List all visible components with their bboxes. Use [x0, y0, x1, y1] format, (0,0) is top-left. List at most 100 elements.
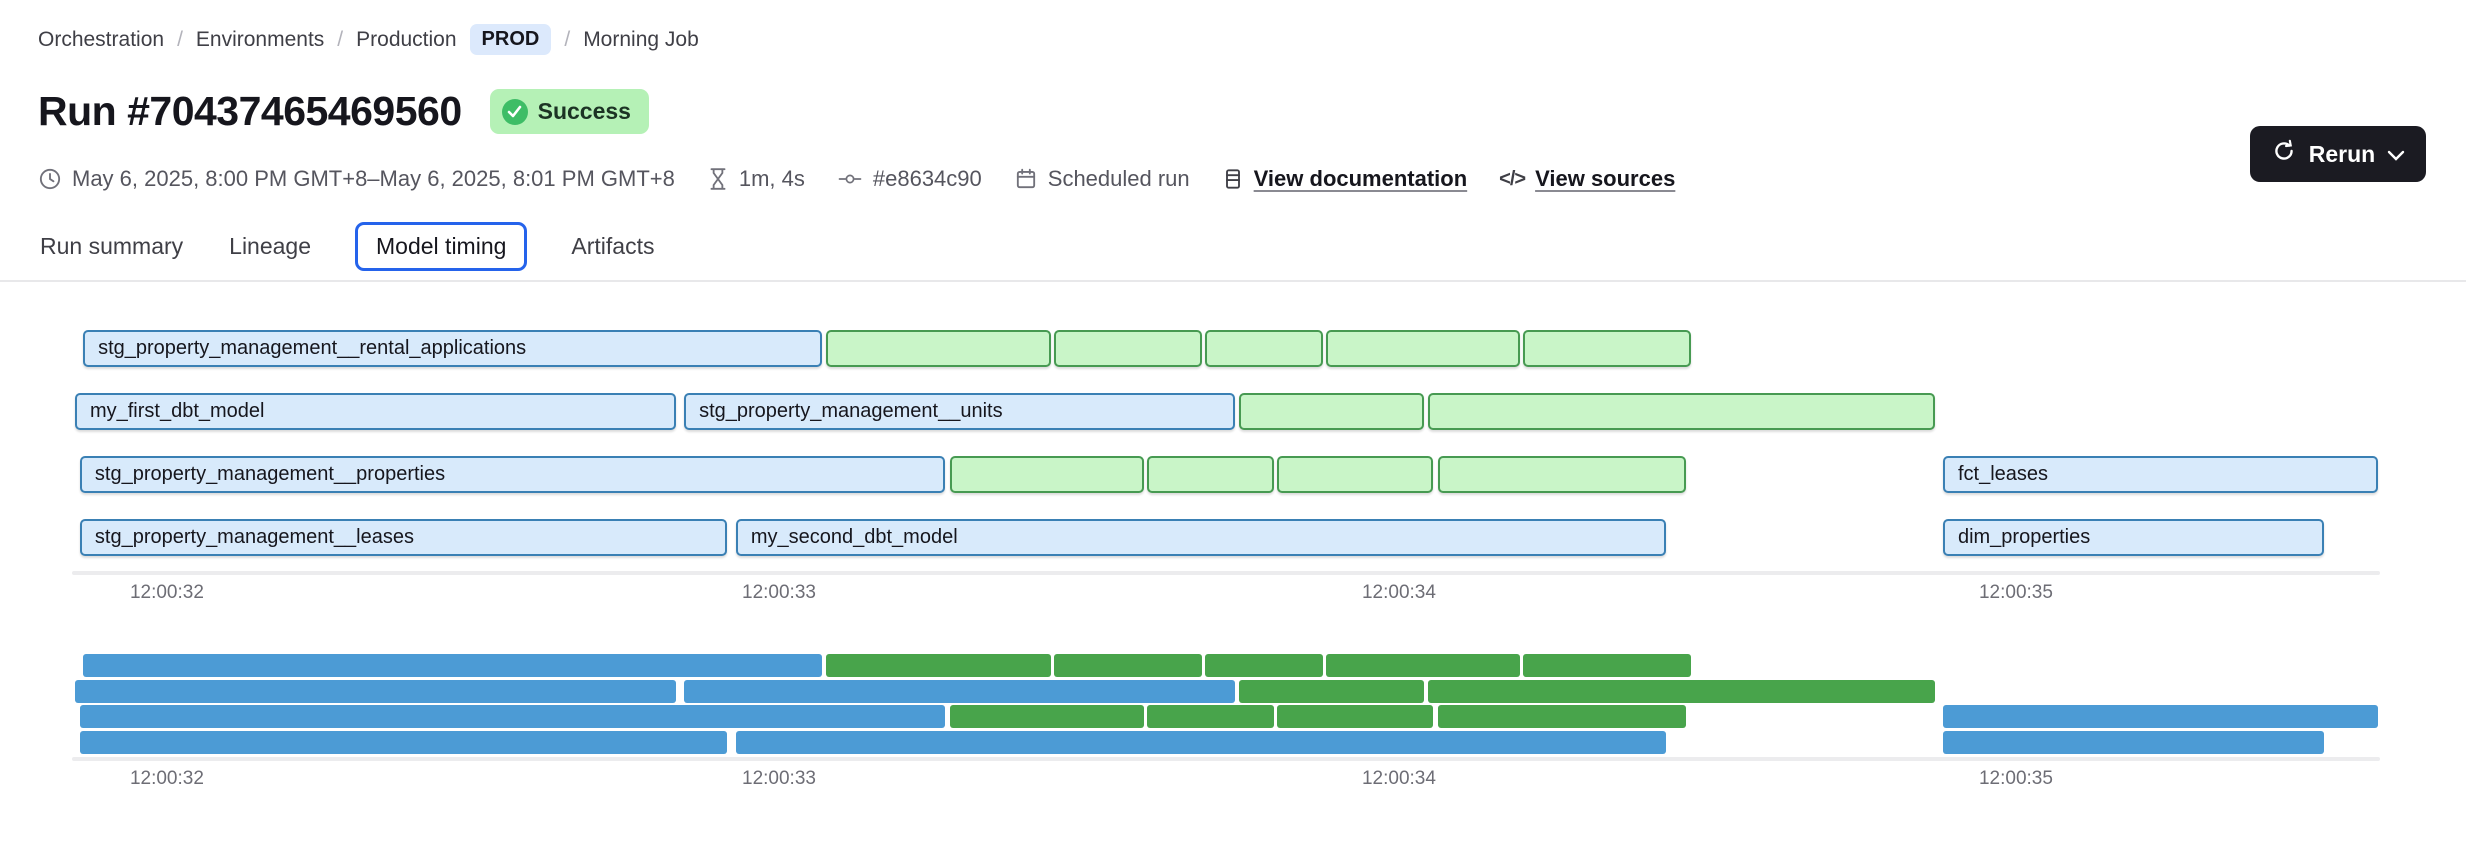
view-documentation-link[interactable]: View documentation — [1253, 166, 1468, 191]
breadcrumb-item-environments[interactable]: Environments — [195, 27, 325, 51]
run-time-range: May 6, 2025, 8:00 PM GMT+8–May 6, 2025, … — [38, 166, 675, 192]
rerun-button-label: Rerun — [2308, 140, 2376, 167]
calendar-icon — [1014, 167, 1038, 191]
minimap-bar[interactable] — [1942, 730, 2324, 754]
gantt-bar-unlabeled[interactable] — [1428, 393, 1936, 430]
axis-tick-label: 12:00:35 — [1978, 768, 2053, 789]
commit-hash: #e8634c90 — [837, 166, 982, 192]
title-row: Run #70437465469560 Success — [38, 88, 649, 135]
view-documentation[interactable]: View documentation — [1222, 166, 1468, 192]
run-trigger: Scheduled run — [1014, 166, 1190, 192]
breadcrumb-separator: / — [177, 27, 183, 51]
gantt-bar-unlabeled[interactable] — [1523, 330, 1691, 367]
breadcrumb-item-orchestration[interactable]: Orchestration — [38, 27, 165, 51]
environment-badge: PROD — [469, 24, 552, 55]
tab-lineage[interactable]: Lineage — [229, 233, 312, 259]
gantt-row: my_first_dbt_model stg_property_managemen… — [0, 393, 2466, 430]
code-icon: </> — [1499, 167, 1526, 190]
chevron-down-icon — [2387, 141, 2405, 168]
run-duration: 1m, 4s — [707, 166, 805, 192]
minimap-bar[interactable] — [1437, 705, 1686, 728]
tab-artifacts[interactable]: Artifacts — [571, 233, 655, 259]
gantt-bar-fct_leases[interactable]: fct_leases — [1942, 456, 2378, 493]
breadcrumb-item-production[interactable]: Production — [356, 27, 457, 51]
minimap-bar[interactable] — [1942, 705, 2378, 728]
gantt-bar-unlabeled[interactable] — [1204, 330, 1323, 367]
gantt-bar-unlabeled[interactable] — [826, 330, 1051, 367]
gantt-bar-unlabeled[interactable] — [1053, 330, 1202, 367]
axis-tick-label: 12:00:32 — [129, 582, 204, 603]
view-sources[interactable]: </> View sources — [1499, 166, 1675, 192]
gantt-bar-label: my_second_dbt_model — [750, 526, 958, 548]
gantt-bar-stg_property_management__properties[interactable]: stg_property_management__properties — [79, 456, 945, 493]
gantt-bar-unlabeled[interactable] — [1437, 456, 1686, 493]
status-badge-label: Success — [537, 98, 631, 124]
minimap-bar[interactable] — [79, 730, 727, 754]
axis-tick-label: 12:00:32 — [129, 768, 204, 789]
tab-run-summary[interactable]: Run summary — [40, 233, 184, 259]
gantt-row: stg_property_management__leases my_second… — [0, 519, 2466, 556]
gantt-bar-label: stg_property_management__leases — [94, 526, 414, 548]
minimap-bar[interactable] — [83, 654, 822, 677]
documentation-icon — [1222, 167, 1244, 191]
hourglass-icon — [707, 167, 729, 191]
gantt-bar-label: stg_property_management__units — [699, 400, 1003, 422]
minimap-bar[interactable] — [1053, 654, 1202, 677]
gantt-bar-unlabeled[interactable] — [1325, 330, 1521, 367]
minimap-bar[interactable] — [1276, 705, 1433, 728]
run-tabs: Run summary Lineage Model timing Artifac… — [38, 222, 656, 271]
view-sources-link[interactable]: View sources — [1535, 166, 1676, 191]
gantt-bar-stg_property_management__leases[interactable]: stg_property_management__leases — [79, 519, 727, 556]
minimap-scrollbar[interactable] — [72, 757, 2380, 761]
gantt-bar-unlabeled[interactable] — [949, 456, 1144, 493]
minimap-bar[interactable] — [79, 705, 945, 728]
minimap-bar[interactable] — [1428, 679, 1936, 703]
gantt-bar-unlabeled[interactable] — [1276, 456, 1433, 493]
gantt-bar-unlabeled[interactable] — [1238, 393, 1424, 430]
tabs-divider — [0, 280, 2466, 282]
gantt-bar-stg_property_management__units[interactable]: stg_property_management__units — [684, 393, 1236, 430]
minimap-bar[interactable] — [949, 705, 1144, 728]
minimap-bar[interactable] — [684, 679, 1236, 703]
minimap-bar[interactable] — [1325, 654, 1521, 677]
minimap-bar[interactable] — [1238, 679, 1424, 703]
tab-model-timing[interactable]: Model timing — [355, 222, 528, 271]
model-timing-gantt: stg_property_management__rental_applicat… — [0, 330, 2466, 582]
gantt-bar-my_first_dbt_model[interactable]: my_first_dbt_model — [74, 393, 676, 430]
minimap-bar[interactable] — [74, 679, 676, 703]
gantt-bar-dim_properties[interactable]: dim_properties — [1942, 519, 2324, 556]
minimap-bar[interactable] — [826, 654, 1051, 677]
minimap-bar[interactable] — [1204, 654, 1323, 677]
minimap-bar[interactable] — [1146, 705, 1274, 728]
minimap-bar[interactable] — [1523, 654, 1691, 677]
success-check-icon — [501, 98, 528, 125]
run-trigger-text: Scheduled run — [1047, 166, 1190, 191]
gantt-scrollbar[interactable] — [72, 571, 2380, 575]
gantt-bar-my_second_dbt_model[interactable]: my_second_dbt_model — [735, 519, 1667, 556]
breadcrumb-item-morning-job[interactable]: Morning Job — [583, 27, 699, 51]
axis-tick-label: 12:00:33 — [742, 768, 816, 789]
gantt-bar-label: stg_property_management__properties — [94, 463, 446, 485]
model-timing-minimap[interactable] — [0, 654, 2466, 756]
gantt-bar-stg_property_management__rental_applications[interactable]: stg_property_management__rental_applicat… — [83, 330, 822, 367]
page-title: Run #70437465469560 — [38, 88, 462, 134]
git-commit-icon — [837, 168, 863, 190]
axis-tick-label: 12:00:35 — [1978, 582, 2053, 603]
minimap-row — [0, 705, 2466, 728]
clock-icon — [38, 167, 62, 191]
breadcrumb-separator: / — [564, 27, 571, 51]
run-meta-row: May 6, 2025, 8:00 PM GMT+8–May 6, 2025, … — [38, 166, 1675, 192]
rerun-button[interactable]: Rerun — [2250, 126, 2426, 182]
gantt-bar-unlabeled[interactable] — [1146, 456, 1274, 493]
commit-hash-text: #e8634c90 — [872, 166, 982, 191]
gantt-bar-label: fct_leases — [1957, 463, 2049, 485]
minimap-row — [0, 730, 2466, 754]
minimap-row — [0, 679, 2466, 703]
status-badge: Success — [489, 89, 649, 134]
gantt-row: stg_property_management__properties fct_l… — [0, 456, 2466, 493]
minimap-row — [0, 654, 2466, 677]
minimap-bar[interactable] — [735, 730, 1667, 754]
